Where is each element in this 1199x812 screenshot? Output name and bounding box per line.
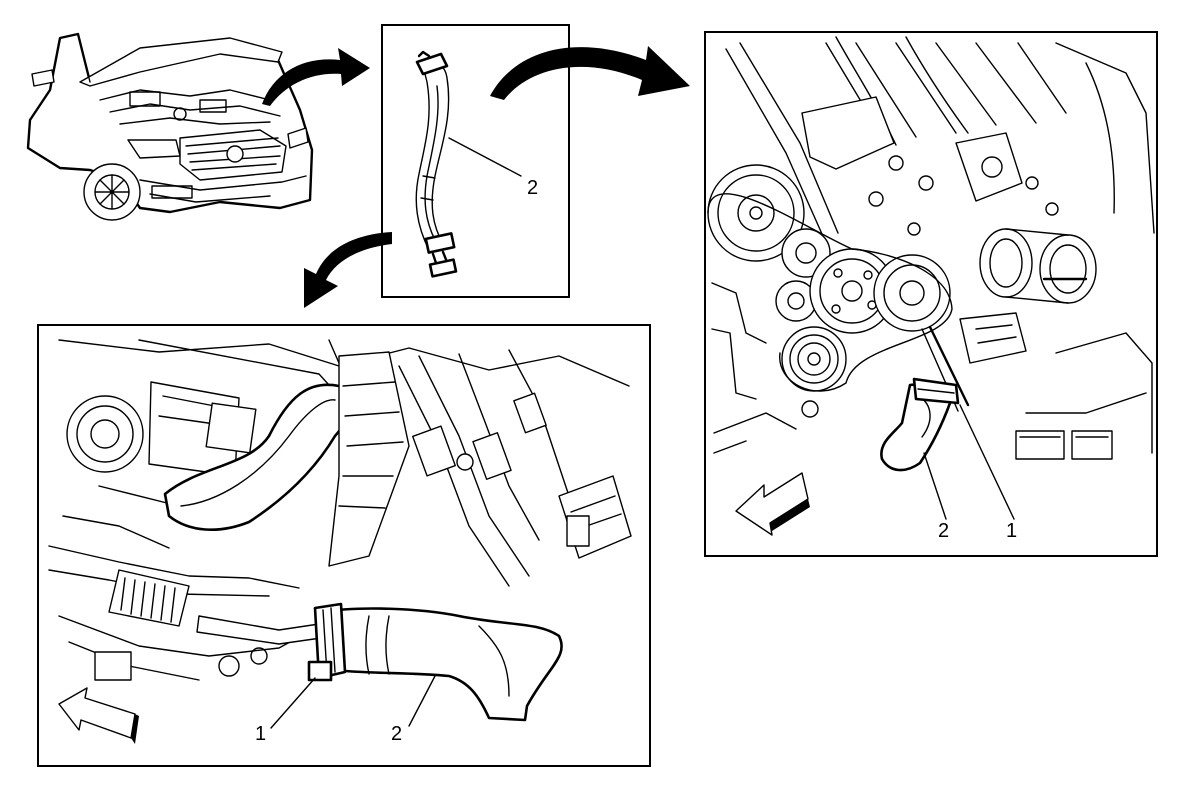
- callout-2: 2: [527, 177, 539, 199]
- curved-arrow-icon: [304, 232, 392, 308]
- engine-right-drawing: [707, 36, 1155, 536]
- callout-2: 2: [391, 723, 403, 745]
- engine-left-drawing: [48, 339, 632, 744]
- callout-1: 1: [1006, 520, 1018, 542]
- radiator-hose-drawing: [415, 50, 522, 278]
- engine-right-view-panel: 2 1: [704, 31, 1158, 557]
- front-direction-arrow-icon: [58, 687, 139, 744]
- front-direction-arrow-icon: [735, 472, 810, 536]
- engine-left-view-panel: 1 2: [37, 324, 651, 767]
- callout-2: 2: [938, 520, 950, 542]
- curved-arrow-icon: [262, 48, 370, 106]
- curved-arrow-icon: [490, 46, 690, 100]
- callout-1: 1: [255, 723, 267, 745]
- vehicle-overview: [26, 32, 314, 221]
